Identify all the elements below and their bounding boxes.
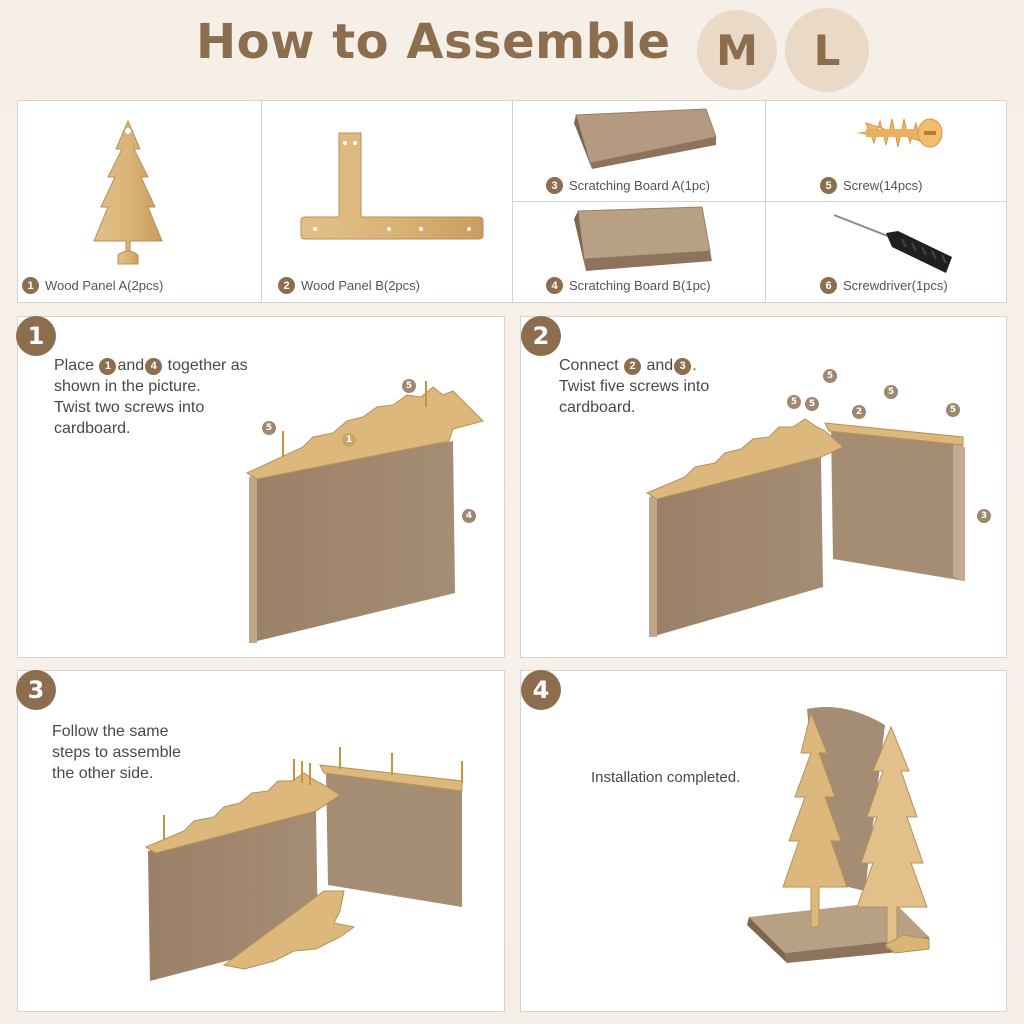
scratching-board-b-image	[574, 206, 712, 271]
text: shown in the picture.	[54, 378, 201, 395]
part-number: 2	[278, 277, 295, 294]
part-label-6: 6 Screwdriver(1pcs)	[820, 277, 948, 294]
callout-4: 4	[462, 509, 476, 523]
part-name: Screwdriver(1pcs)	[843, 278, 948, 293]
text: Twist two screws into	[54, 399, 205, 416]
step-4-panel: 4 Installation completed.	[520, 670, 1007, 1012]
parts-list: 1 Wood Panel A(2pcs) 2 Wood Panel B(2pcs…	[17, 100, 1007, 303]
header: How to Assemble M L	[0, 0, 1024, 98]
step-number-badge: 3	[16, 670, 56, 710]
page-title: How to Assemble	[196, 14, 671, 70]
step-3-illustration	[144, 747, 463, 981]
part-number: 3	[546, 177, 563, 194]
part-ref: 2	[624, 358, 642, 375]
divider	[513, 201, 1006, 202]
part-label-4: 4 Scratching Board B(1pc)	[546, 277, 711, 294]
callout-5: 5	[402, 379, 416, 393]
callout-5: 5	[884, 385, 898, 399]
text: Installation completed.	[591, 769, 741, 786]
part-number: 1	[22, 277, 39, 294]
text: Twist five screws into	[559, 378, 710, 395]
wood-panel-b-image	[300, 132, 484, 240]
text: and	[117, 357, 145, 374]
part-number: 4	[546, 277, 563, 294]
callout-5: 5	[262, 421, 276, 435]
screw-image	[856, 118, 943, 148]
text: cardboard.	[54, 420, 131, 437]
divider	[512, 101, 513, 302]
size-badge-m: M	[697, 10, 777, 90]
callout-2: 2	[852, 405, 866, 419]
part-label-5: 5 Screw(14pcs)	[820, 177, 922, 194]
callout-3: 3	[977, 509, 991, 523]
part-name: Scratching Board B(1pc)	[569, 278, 711, 293]
step-number-badge: 2	[521, 316, 561, 356]
part-name: Wood Panel B(2pcs)	[301, 278, 420, 293]
step-1-illustration	[245, 381, 484, 643]
step-4-instructions: Installation completed.	[591, 767, 740, 788]
screwdriver-image	[833, 214, 952, 273]
text: Follow the same	[52, 723, 169, 740]
callout-5: 5	[823, 369, 837, 383]
step-3-instructions: Follow the same steps to assemble the ot…	[52, 721, 181, 784]
part-ref: 1	[99, 358, 117, 375]
text: together as	[163, 357, 248, 374]
size-badge-l: L	[785, 8, 869, 92]
part-number: 6	[820, 277, 837, 294]
part-name: Scratching Board A(1pc)	[569, 178, 710, 193]
step-number-badge: 1	[16, 316, 56, 356]
step-4-illustration	[747, 707, 930, 963]
part-number: 5	[820, 177, 837, 194]
text: Place	[54, 357, 99, 374]
callout-5: 5	[787, 395, 801, 409]
text: cardboard.	[559, 399, 636, 416]
part-label-2: 2 Wood Panel B(2pcs)	[278, 277, 420, 294]
scratching-board-a-image	[574, 108, 717, 169]
part-label-3: 3 Scratching Board A(1pc)	[546, 177, 710, 194]
text: Connect	[559, 357, 624, 374]
callout-1: 1	[342, 433, 356, 447]
text: .	[692, 357, 697, 374]
step-2-illustration	[645, 418, 965, 637]
part-name: Wood Panel A(2pcs)	[45, 278, 164, 293]
part-ref: 4	[145, 358, 163, 375]
wood-panel-a-image	[93, 119, 163, 265]
callout-5: 5	[946, 403, 960, 417]
step-number-badge: 4	[521, 670, 561, 710]
text: steps to assemble	[52, 744, 181, 761]
divider	[261, 101, 262, 302]
part-label-1: 1 Wood Panel A(2pcs)	[22, 277, 163, 294]
step-3-panel: 3 Follow the same steps to assemble the …	[16, 670, 505, 1012]
text: and	[642, 357, 674, 374]
part-name: Screw(14pcs)	[843, 178, 923, 193]
text: the other side.	[52, 765, 154, 782]
part-ref: 3	[674, 358, 692, 375]
callout-5: 5	[805, 397, 819, 411]
